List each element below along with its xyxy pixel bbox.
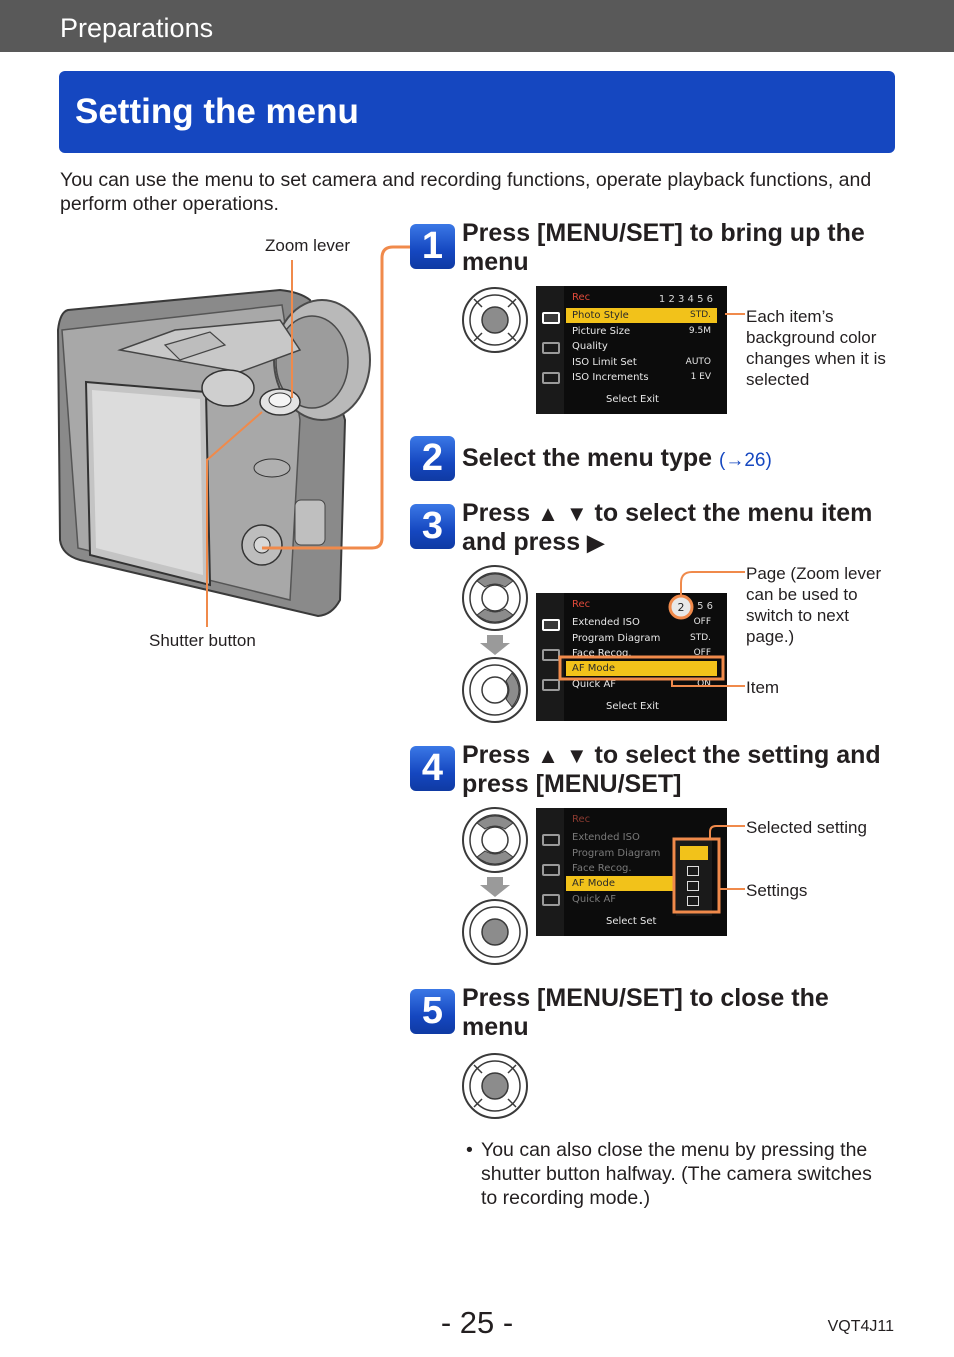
camera-body-icon [56, 288, 371, 618]
item-callout: Item [746, 678, 780, 697]
up-arrow-icon: ▲ [537, 743, 559, 768]
down-arrow-icon: ▼ [565, 501, 588, 526]
up-arrow-icon: ▲ [537, 501, 559, 526]
title-box: Setting the menu [59, 71, 895, 153]
page-callout: Page (Zoom lever can be used to switch t… [746, 564, 882, 646]
step-4-number: 4 [410, 746, 455, 791]
page-title: Setting the menu [75, 92, 359, 131]
step-3-title: Press ▲ ▼ to select the menu item and pr… [462, 499, 873, 556]
document-code: VQT4J11 [827, 1318, 894, 1335]
page-number: - 25 - [440, 1305, 514, 1340]
zoom-lever-label: Zoom lever [265, 236, 351, 255]
step-2-title: Select the menu type (→26) [462, 444, 772, 472]
step-1-callout: Each item’s background color changes whe… [746, 307, 886, 389]
page-indicator: 2 [678, 601, 685, 614]
menu-screen-3: Rec Extended ISO Program Diagram Face Re… [536, 808, 727, 936]
right-arrow-icon: ▶ [587, 530, 604, 555]
intro-text: You can use the menu to set camera and r… [60, 169, 872, 215]
note-text: You can also close the menu by pressing … [481, 1139, 872, 1209]
control-pad-icon [462, 1053, 528, 1119]
down-arrow-icon: ▼ [565, 743, 588, 768]
selected-setting-callout: Selected setting [746, 818, 867, 837]
step-2-number: 2 [410, 436, 455, 481]
settings-callout: Settings [746, 881, 808, 900]
note-list-item: • You can also close the menu by pressin… [466, 1138, 886, 1210]
step-1-title: Press [MENU/SET] to bring up the menu [462, 219, 865, 276]
control-pad-sequence-icon [462, 807, 528, 965]
step-3-number: 3 [410, 504, 455, 549]
header-bar: Preparations [0, 0, 954, 52]
step-4-title: Press ▲ ▼ to select the setting and pres… [462, 741, 881, 798]
bullet-icon: • [466, 1139, 473, 1161]
step-1-number: 1 [410, 224, 455, 269]
page-reference-link[interactable]: (→26) [719, 450, 772, 471]
control-pad-sequence-icon [462, 565, 528, 723]
shutter-button-label: Shutter button [149, 631, 256, 650]
step-5-number: 5 [410, 989, 455, 1034]
control-pad-icon [462, 287, 528, 353]
section-title: Preparations [60, 13, 214, 43]
step-5-title: Press [MENU/SET] to close the menu [462, 984, 829, 1041]
